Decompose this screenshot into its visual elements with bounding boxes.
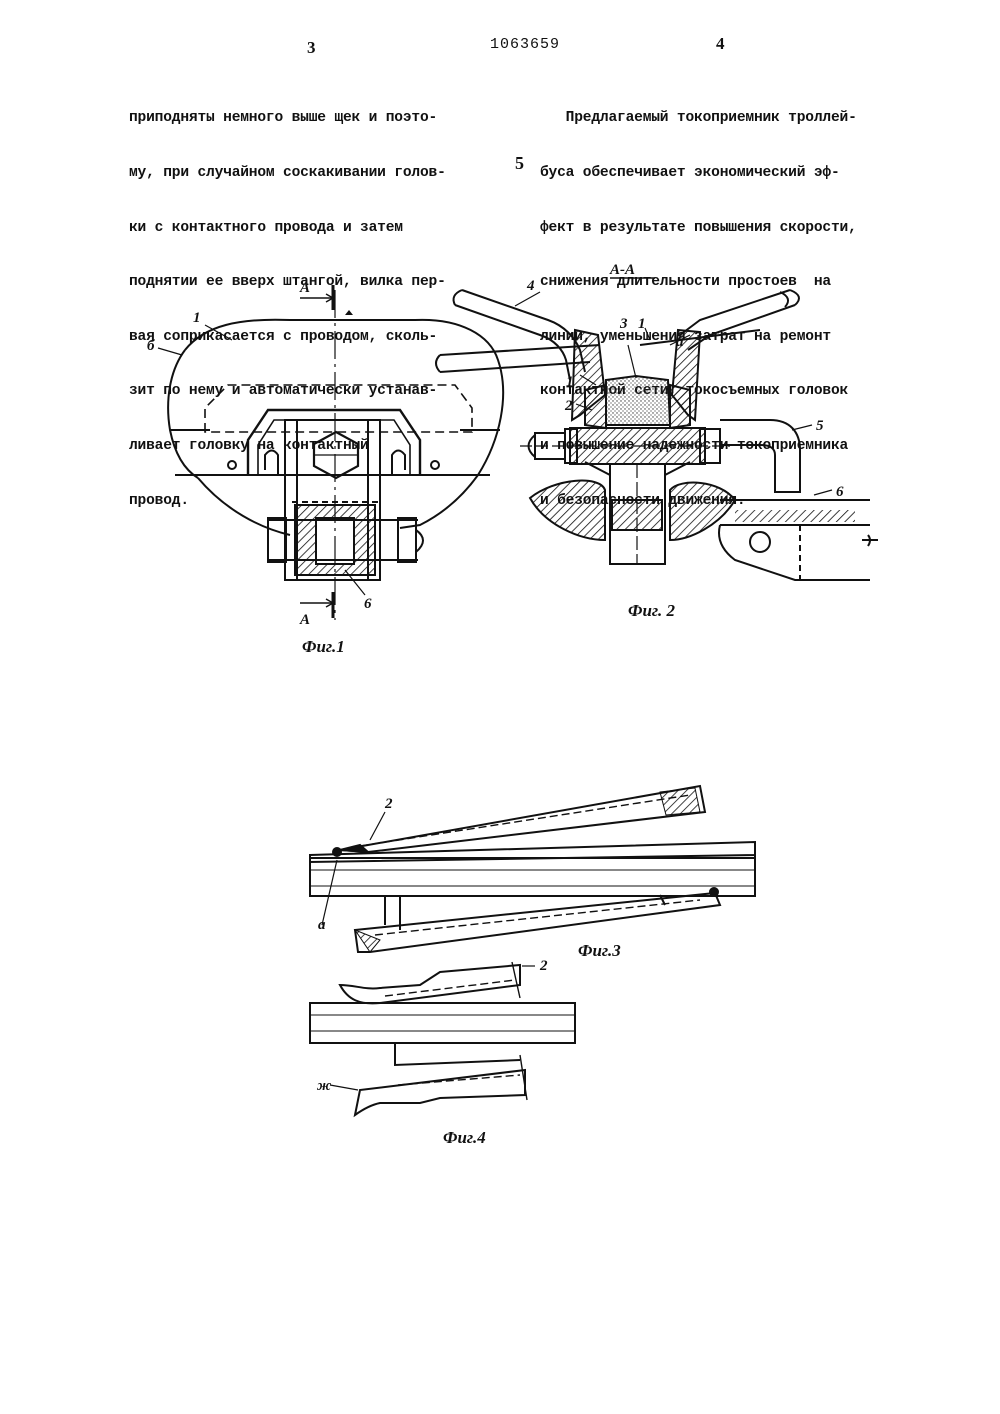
text-line: провод.	[129, 492, 189, 509]
fig4-caption: Фиг.4	[443, 1128, 486, 1147]
fig2-label-3: 3	[619, 316, 628, 332]
fig2-label-1-top: 1	[638, 316, 646, 332]
text-line: вая соприкасается с проводом, сколь-	[129, 328, 438, 345]
fig4-label-zh: ж	[317, 1078, 331, 1094]
fig4-label-2: 2	[539, 958, 548, 974]
line-number-marker: 5	[515, 153, 524, 173]
fig1-section-label-bottom: А	[299, 612, 310, 628]
fig2-caption: Фиг. 2	[628, 601, 675, 620]
text-line: Предлагаемый токоприемник троллей-	[540, 110, 857, 127]
fig2-label-2: 2	[564, 398, 573, 414]
fig2-label-6: 6	[836, 484, 844, 500]
page-number-left: 3	[307, 38, 316, 57]
patent-number: 1063659	[490, 36, 561, 53]
fig1-label-1: 1	[193, 310, 201, 326]
text-line: ливает головку на контактный	[129, 438, 369, 455]
fig2-label-5: 5	[816, 418, 824, 434]
fig1-caption: Фиг.1	[302, 637, 345, 656]
page-number-right: 4	[716, 34, 725, 53]
fig2-label-1-side: 1	[566, 374, 574, 390]
text-line: приподняты немного выше щек и поэто-	[129, 110, 438, 127]
fig3-label-2: 2	[384, 796, 393, 812]
left-column-text: приподняты немного выше щек и поэто- му,…	[129, 73, 446, 528]
text-line: зит по нему и автоматически устанав-	[129, 383, 438, 400]
fig1-section-label-top: А	[299, 280, 310, 296]
fig1-label-b: б	[147, 338, 155, 354]
fig2-section-title: А-А	[609, 262, 635, 278]
text-line: ки с контактного провода и затем	[129, 219, 403, 236]
fig2-label-a: а	[676, 334, 684, 350]
text-line: му, при случайном соскакивании голов-	[129, 165, 446, 182]
fig3-label-a: а	[318, 917, 326, 933]
fig1-label-6: 6	[364, 596, 372, 612]
text-line: поднятии ее вверх штангой, вилка пер-	[129, 274, 446, 291]
fig2-label-4: 4	[526, 278, 535, 294]
fig3-caption: Фиг.3	[578, 941, 621, 960]
text-line: буса обеспечивает экономический эф-	[540, 165, 840, 182]
text-line: фект в результате повышения скорости,	[540, 219, 857, 236]
